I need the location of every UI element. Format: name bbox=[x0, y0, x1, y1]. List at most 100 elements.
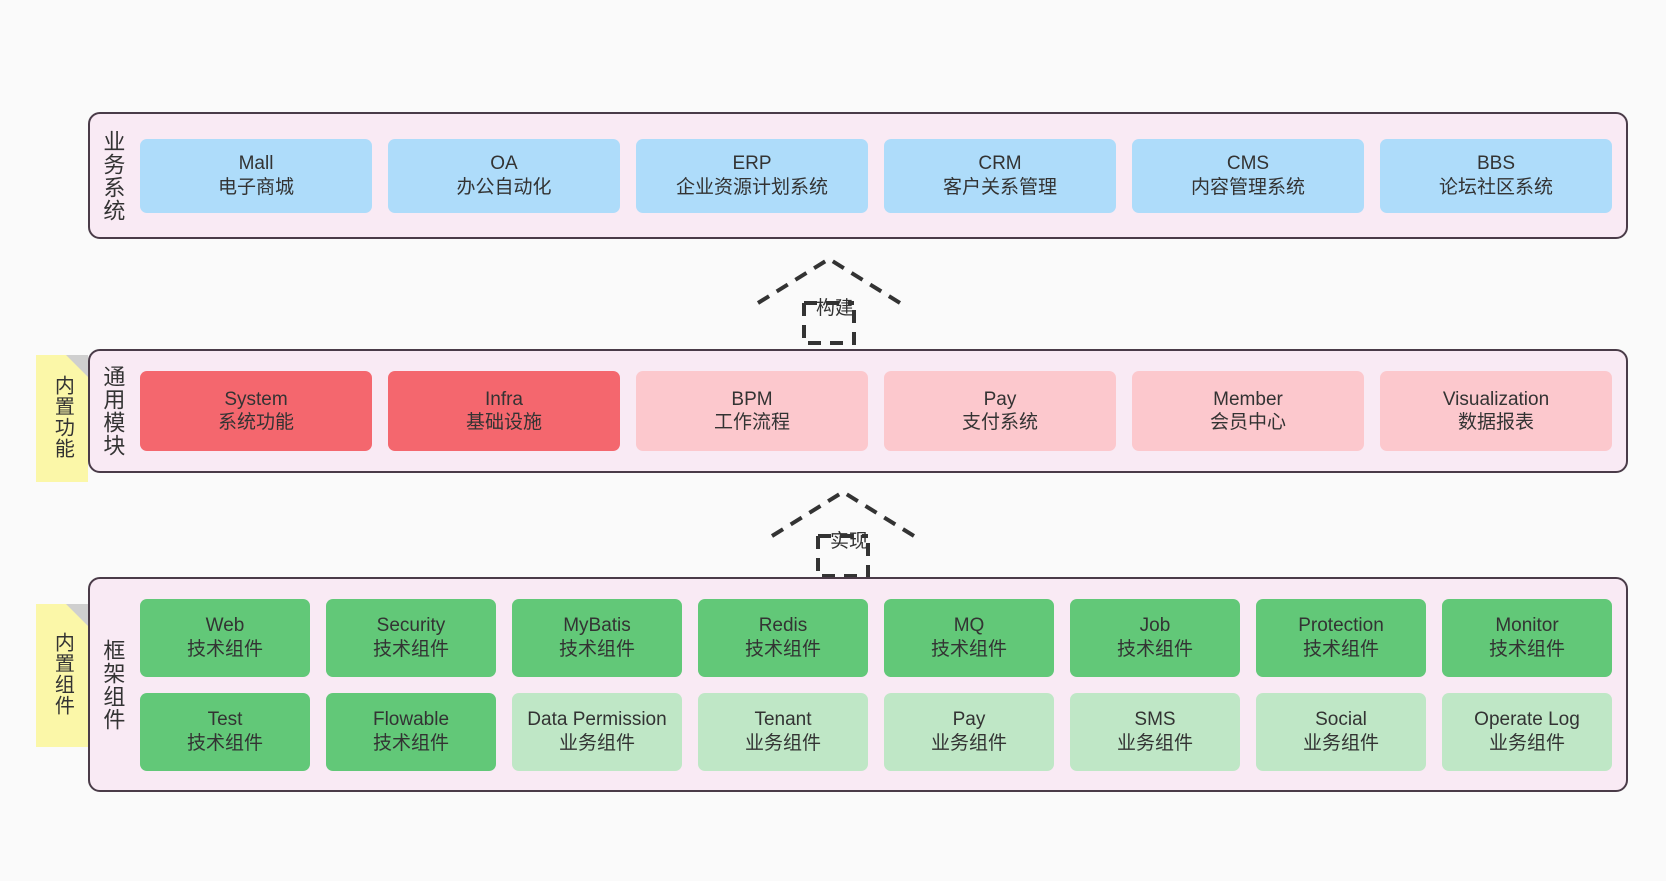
note-fold-corner-icon bbox=[66, 604, 88, 626]
module-card-title: Operate Log bbox=[1474, 709, 1580, 731]
note-fold-corner-icon bbox=[66, 355, 88, 377]
module-card-desc: 技术组件 bbox=[1488, 638, 1565, 660]
module-card-desc: 工作流程 bbox=[713, 412, 790, 433]
module-card-protection[interactable]: Protection 技术组件 bbox=[1256, 598, 1426, 677]
module-card-desc: 会员中心 bbox=[1209, 412, 1286, 433]
framework-tech-row: Web 技术组件 Security 技术组件 MyBatis 技术组件 Redi… bbox=[140, 598, 1612, 677]
module-card-title: Mall bbox=[238, 153, 274, 175]
module-card-erp[interactable]: ERP 企业资源计划系统 bbox=[636, 138, 868, 213]
arrowhead-build bbox=[756, 256, 902, 305]
module-card-security[interactable]: Security 技术组件 bbox=[326, 598, 496, 677]
module-card-title: Protection bbox=[1298, 615, 1384, 637]
module-card-title: Visualization bbox=[1442, 388, 1550, 410]
module-card-operate-log[interactable]: Operate Log 业务组件 bbox=[1442, 692, 1612, 771]
layer-business-system-title: 业务系统 bbox=[100, 129, 126, 222]
module-card-desc: 业务组件 bbox=[1116, 732, 1193, 754]
module-card-test[interactable]: Test 技术组件 bbox=[140, 692, 310, 771]
module-card-desc: 技术组件 bbox=[930, 638, 1007, 660]
layer-common-module: 通用模块 System 系统功能 Infra 基础设施 BPM 工作流程 Pay… bbox=[88, 349, 1628, 473]
module-card-cms[interactable]: CMS 内容管理系统 bbox=[1132, 138, 1364, 213]
module-card-social[interactable]: Social 业务组件 bbox=[1256, 692, 1426, 771]
module-card-title: SMS bbox=[1134, 709, 1176, 731]
module-card-title: Security bbox=[376, 615, 446, 637]
module-card-title: Redis bbox=[758, 615, 808, 637]
module-card-mybatis[interactable]: MyBatis 技术组件 bbox=[512, 598, 682, 677]
arrow-implement-label: 实现 bbox=[830, 531, 869, 552]
module-card-title: CRM bbox=[978, 153, 1022, 175]
module-card-title: Job bbox=[1139, 615, 1171, 637]
module-card-desc: 业务组件 bbox=[744, 732, 821, 754]
common-module-row: System 系统功能 Infra 基础设施 BPM 工作流程 Pay 支付系统… bbox=[140, 371, 1612, 451]
module-card-desc: 技术组件 bbox=[558, 638, 635, 660]
module-card-title: Infra bbox=[484, 388, 524, 410]
module-card-desc: 内容管理系统 bbox=[1190, 176, 1305, 198]
module-card-desc: 支付系统 bbox=[961, 412, 1038, 433]
module-card-title: Test bbox=[207, 709, 243, 731]
module-card-desc: 数据报表 bbox=[1457, 412, 1534, 433]
module-card-monitor[interactable]: Monitor 技术组件 bbox=[1442, 598, 1612, 677]
module-card-data-permission[interactable]: Data Permission 业务组件 bbox=[512, 692, 682, 771]
module-card-desc: 电子商城 bbox=[217, 176, 294, 198]
arrowhead-implement bbox=[770, 489, 916, 538]
module-card-desc: 业务组件 bbox=[558, 732, 635, 754]
module-card-web[interactable]: Web 技术组件 bbox=[140, 598, 310, 677]
module-card-desc: 系统功能 bbox=[217, 412, 294, 433]
module-card-infra[interactable]: Infra 基础设施 bbox=[388, 371, 620, 451]
module-card-pay[interactable]: Pay 支付系统 bbox=[884, 371, 1116, 451]
module-card-visualization[interactable]: Visualization 数据报表 bbox=[1380, 371, 1612, 451]
framework-business-row: Test 技术组件 Flowable 技术组件 Data Permission … bbox=[140, 692, 1612, 771]
module-card-title: System bbox=[224, 388, 288, 410]
module-card-mq[interactable]: MQ 技术组件 bbox=[884, 598, 1054, 677]
module-card-title: ERP bbox=[732, 153, 772, 175]
module-card-flowable[interactable]: Flowable 技术组件 bbox=[326, 692, 496, 771]
module-card-title: Flowable bbox=[372, 709, 450, 731]
module-card-title: Pay bbox=[952, 709, 986, 731]
module-card-title: Web bbox=[205, 615, 245, 637]
module-card-desc: 业务组件 bbox=[1488, 732, 1565, 754]
arrow-implement: 实现 bbox=[768, 489, 918, 578]
module-card-redis[interactable]: Redis 技术组件 bbox=[698, 598, 868, 677]
module-card-title: Tenant bbox=[754, 709, 812, 731]
module-card-job[interactable]: Job 技术组件 bbox=[1070, 598, 1240, 677]
module-card-desc: 技术组件 bbox=[372, 732, 449, 754]
layer-framework-component-body: Web 技术组件 Security 技术组件 MyBatis 技术组件 Redi… bbox=[134, 579, 1626, 790]
module-card-desc: 技术组件 bbox=[186, 638, 263, 660]
module-card-desc: 办公自动化 bbox=[456, 176, 552, 198]
module-card-title: BPM bbox=[731, 388, 773, 410]
module-card-title: MQ bbox=[953, 615, 985, 637]
module-card-title: Member bbox=[1213, 388, 1283, 410]
arrow-shaft-build bbox=[802, 303, 856, 345]
module-card-bpm[interactable]: BPM 工作流程 bbox=[636, 371, 868, 451]
module-card-desc: 客户关系管理 bbox=[942, 176, 1057, 198]
module-card-pay-business[interactable]: Pay 业务组件 bbox=[884, 692, 1054, 771]
module-card-sms[interactable]: SMS 业务组件 bbox=[1070, 692, 1240, 771]
module-card-desc: 业务组件 bbox=[930, 732, 1007, 754]
module-card-bbs[interactable]: BBS 论坛社区系统 bbox=[1380, 138, 1612, 213]
layer-common-module-body: System 系统功能 Infra 基础设施 BPM 工作流程 Pay 支付系统… bbox=[134, 351, 1626, 471]
module-card-title: OA bbox=[490, 153, 518, 175]
module-card-member[interactable]: Member 会员中心 bbox=[1132, 371, 1364, 451]
arrow-build: 构建 bbox=[754, 256, 904, 345]
note-builtin-component-text: 内置组件 bbox=[51, 631, 74, 716]
arrow-build-label: 构建 bbox=[816, 298, 855, 319]
module-card-desc: 业务组件 bbox=[1302, 732, 1379, 754]
module-card-oa[interactable]: OA 办公自动化 bbox=[388, 138, 620, 213]
module-card-title: Data Permission bbox=[527, 709, 667, 731]
module-card-desc: 技术组件 bbox=[744, 638, 821, 660]
note-builtin-function: 内置功能 bbox=[36, 355, 88, 482]
module-card-title: Social bbox=[1315, 709, 1367, 731]
module-card-desc: 技术组件 bbox=[186, 732, 263, 754]
module-card-system[interactable]: System 系统功能 bbox=[140, 371, 372, 451]
module-card-tenant[interactable]: Tenant 业务组件 bbox=[698, 692, 868, 771]
module-card-title: MyBatis bbox=[563, 615, 631, 637]
module-card-desc: 论坛社区系统 bbox=[1438, 176, 1553, 198]
layer-framework-component-title: 框架组件 bbox=[100, 638, 126, 731]
layer-business-system-body: Mall 电子商城 OA 办公自动化 ERP 企业资源计划系统 CRM 客户关系… bbox=[134, 114, 1626, 237]
layer-framework-component: 框架组件 Web 技术组件 Security 技术组件 MyBatis 技术组件… bbox=[88, 577, 1628, 792]
layer-common-module-title: 通用模块 bbox=[100, 365, 126, 457]
module-card-crm[interactable]: CRM 客户关系管理 bbox=[884, 138, 1116, 213]
module-card-mall[interactable]: Mall 电子商城 bbox=[140, 138, 372, 213]
module-card-desc: 技术组件 bbox=[1302, 638, 1379, 660]
module-card-title: Monitor bbox=[1495, 615, 1559, 637]
